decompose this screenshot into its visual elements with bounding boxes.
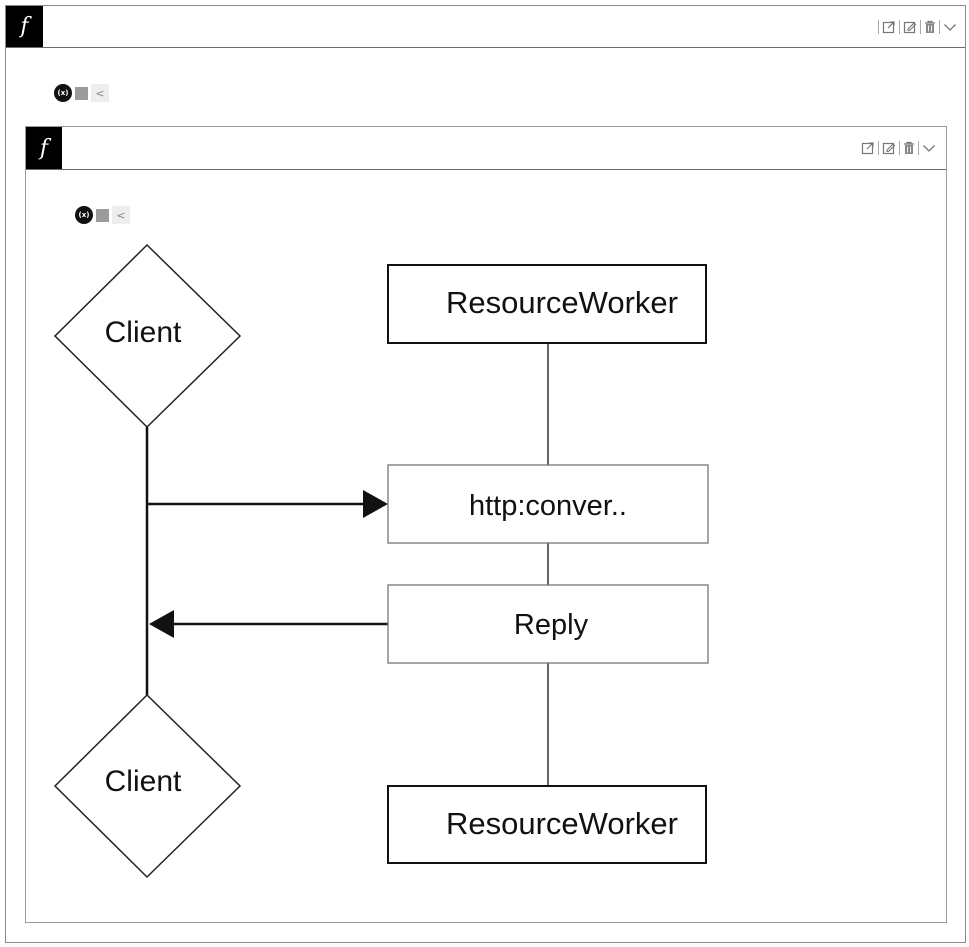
collapse-button[interactable]: < [112,206,130,224]
inner-mini-toolbar: (x) < [75,206,130,224]
export-icon[interactable] [861,141,875,155]
collapse-button[interactable]: < [91,84,109,102]
separator [918,141,919,155]
edit-icon[interactable] [903,20,917,34]
add-block-button[interactable] [75,86,88,100]
edit-icon[interactable] [882,141,896,155]
separator [939,19,940,34]
client-bottom-diamond[interactable] [53,693,242,879]
resource-worker-top-box[interactable] [387,264,707,344]
reply-message-box[interactable] [387,584,709,664]
request-message-box[interactable] [387,464,709,544]
chevron-down-icon[interactable] [922,141,936,155]
reply-arrowhead [149,610,174,638]
separator [899,141,900,155]
export-icon[interactable] [882,20,896,34]
separator [878,19,879,34]
outer-title-bar: f [6,6,965,48]
client-top-label: Client [105,316,182,349]
client-bottom-label: Client [105,765,182,798]
resource-worker-bottom-box[interactable] [387,785,707,864]
variable-badge[interactable]: (x) [75,206,93,224]
add-block-button[interactable] [96,208,109,222]
request-arrowhead [363,490,388,518]
inner-toolbar [861,127,936,169]
separator [920,19,921,34]
chevron-down-icon[interactable] [943,20,957,34]
client-top-diamond[interactable] [53,243,242,429]
separator [899,19,900,34]
function-icon[interactable]: f [6,6,43,47]
separator [878,141,879,155]
function-icon[interactable]: f [26,127,62,169]
trash-icon[interactable] [924,20,936,34]
inner-title-bar: f [26,127,946,170]
resource-worker-top-label: ResourceWorker [446,285,678,320]
variable-badge[interactable]: (x) [54,84,72,102]
outer-toolbar [878,6,957,47]
request-message-label: http:conver.. [469,490,627,522]
reply-message-label: Reply [514,609,589,641]
resource-worker-bottom-label: ResourceWorker [446,806,678,841]
outer-mini-toolbar: (x) < [54,84,109,102]
trash-icon[interactable] [903,141,915,155]
